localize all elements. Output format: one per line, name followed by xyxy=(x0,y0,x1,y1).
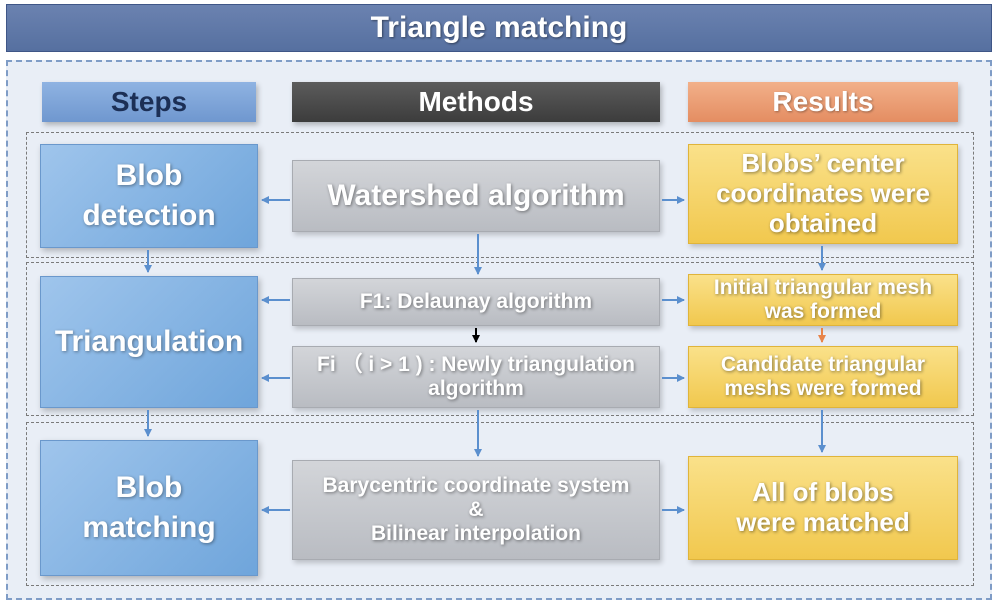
result-blobs-matched: All of blobs were matched xyxy=(688,456,958,560)
method-watershed: Watershed algorithm xyxy=(292,160,660,232)
header-methods: Methods xyxy=(292,82,660,122)
row-frame-triangulation xyxy=(26,262,974,416)
method-newly-triangulation: Fi （ i > 1 ) : Newly triangulation algor… xyxy=(292,346,660,408)
method-delaunay: F1: Delaunay algorithm xyxy=(292,278,660,326)
header-results: Results xyxy=(688,82,958,122)
result-center-coordinates: Blobs’ center coordinates were obtained xyxy=(688,144,958,244)
step-blob-matching: Blob matching xyxy=(40,440,258,576)
method-barycentric-bilinear: Barycentric coordinate system & Bilinear… xyxy=(292,460,660,560)
result-candidate-meshes: Candidate triangular meshs were formed xyxy=(688,346,958,408)
result-initial-mesh: Initial triangular mesh was formed xyxy=(688,274,958,326)
row-frame-blob-detection xyxy=(26,132,974,258)
header-steps: Steps xyxy=(42,82,256,122)
diagram-title: Triangle matching xyxy=(6,4,992,52)
step-triangulation: Triangulation xyxy=(40,276,258,408)
row-frame-blob-matching xyxy=(26,422,974,586)
step-blob-detection: Blob detection xyxy=(40,144,258,248)
